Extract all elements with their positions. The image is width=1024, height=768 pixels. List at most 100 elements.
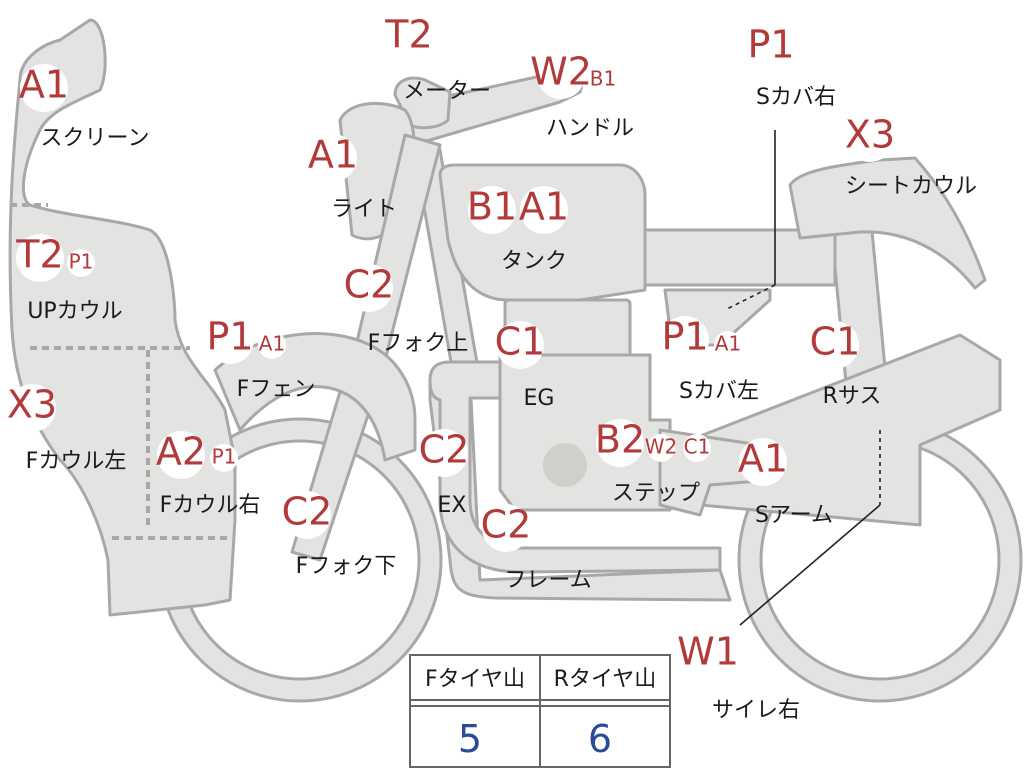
code-badge-text: A1 [715, 332, 741, 356]
code-badge-circle [520, 186, 568, 234]
part-label-s-cover-right: Sカバ右 [756, 85, 836, 110]
code-badge-text: C2 [419, 428, 470, 472]
code-badge-circle [496, 321, 544, 369]
part-label-tank: タンク [501, 249, 567, 274]
code-badge-circle [846, 114, 894, 162]
code-badge-text: P1 [661, 315, 708, 359]
code-badge-step-1: B2 [595, 418, 645, 467]
code-badge-circle [16, 234, 64, 282]
code-badge-s-arm: A1 [738, 437, 788, 486]
code-badge-text: P1 [212, 445, 237, 469]
code-badge-up-cowl-2: P1 [67, 249, 95, 277]
code-badge-light: A1 [308, 133, 358, 182]
part-label-f-fork-upper: Fフォク上 [368, 331, 469, 356]
part-label-eg: EG [524, 386, 555, 411]
part-label-step: ステップ [612, 481, 700, 506]
code-badge-step-2: W2 [645, 434, 677, 462]
code-badge-eg: C1 [495, 320, 546, 369]
part-label-s-arm: Sアーム [755, 503, 833, 528]
tire-table-value-rear: 6 [588, 717, 612, 761]
code-badge-text: A2 [156, 430, 206, 474]
code-badge-circle [684, 631, 732, 679]
exhaust-pipe [428, 360, 722, 574]
code-badge-text: P1 [69, 250, 94, 274]
code-badge-text: P1 [206, 315, 253, 359]
code-badge-circle [157, 431, 205, 479]
part-label-s-cover-left: Sカバ左 [679, 379, 759, 404]
code-badge-text: W2 [530, 50, 592, 94]
code-badge-screen: A1 [19, 63, 69, 112]
code-badge-circle [589, 66, 617, 94]
code-badge-text: A1 [308, 133, 358, 177]
code-badge-circle [420, 429, 468, 477]
code-badge-r-sus: C1 [810, 320, 861, 369]
part-label-meter: メーター [403, 79, 491, 104]
code-badge-s-cover-right: P1 [747, 23, 795, 72]
part-label-r-sus: Rサス [823, 384, 882, 409]
code-badge-circle [8, 384, 56, 432]
leader-silencer [739, 504, 881, 626]
code-badge-text: T2 [15, 233, 63, 277]
code-badge-text: B1 [590, 67, 616, 91]
tire-table: Fタイヤ山 Rタイヤ山 5 6 [409, 654, 671, 768]
code-badge-circle [714, 331, 742, 359]
code-badge-text: A1 [19, 63, 69, 107]
seat-cowl-shape [788, 156, 987, 290]
code-badge-meter: T2 [384, 13, 433, 62]
leader-s-cover-right-dash [724, 284, 776, 311]
code-badge-circle [468, 186, 516, 234]
code-badge-silencer-right: W1 [677, 630, 739, 679]
code-badge-text: X3 [7, 383, 57, 427]
code-badge-circle [596, 419, 644, 467]
code-badge-f-cowl-right-1: A2 [156, 430, 206, 479]
part-label-f-fender: Fフェン [237, 377, 316, 402]
code-badge-f-fork-lower: C2 [282, 490, 333, 539]
code-badge-text: C1 [495, 320, 546, 364]
part-label-f-cowl-left: Fカウル左 [26, 449, 127, 474]
code-badge-text: P1 [747, 23, 794, 67]
code-badge-circle [258, 331, 286, 359]
code-badge-circle [385, 14, 433, 62]
leader-lines [724, 130, 881, 626]
code-badge-circle [20, 64, 68, 112]
code-badge-text: C1 [810, 320, 861, 364]
code-badge-s-cover-left-1: P1 [661, 315, 709, 364]
code-badge-ex: C2 [419, 428, 470, 477]
code-badge-f-fender-2: A1 [258, 331, 286, 359]
code-badge-circle [210, 444, 238, 472]
part-label-handle: ハンドル [546, 116, 634, 141]
code-badge-text: A1 [738, 437, 788, 481]
part-label-screen: スクリーン [41, 126, 150, 151]
code-badge-circle [206, 316, 254, 364]
code-badge-frame: C2 [481, 503, 531, 552]
code-badge-text: B1 [467, 185, 517, 229]
code-badge-tank-2: A1 [519, 185, 569, 234]
code-badge-f-fender-1: P1 [206, 315, 254, 364]
part-label-f-cowl-right: Fカウル右 [160, 493, 261, 518]
code-badge-circle [647, 434, 675, 462]
code-badge-step-3: C1 [683, 434, 711, 462]
code-badge-text: W1 [677, 630, 739, 674]
code-badge-circle [537, 51, 585, 99]
part-label-seat-cowl: シートカウル [845, 174, 977, 199]
part-label-light: ライト [331, 197, 397, 222]
code-badge-circle [345, 264, 393, 312]
code-badge-circle [811, 321, 859, 369]
code-badge-handle-1: W2 [530, 50, 592, 99]
code-badge-s-cover-left-2: A1 [714, 331, 742, 359]
code-badge-circle [683, 434, 711, 462]
engine-cover [543, 443, 587, 487]
part-label-f-fork-lower: Fフォク下 [296, 554, 397, 579]
code-badge-up-cowl-1: T2 [15, 233, 64, 282]
code-badge-circle [747, 24, 795, 72]
code-badge-f-fork-upper: C2 [344, 263, 395, 312]
code-badge-text: C2 [282, 490, 333, 534]
code-badge-circle [309, 134, 357, 182]
code-badge-text: C2 [344, 263, 395, 307]
code-badge-text: B2 [595, 418, 645, 462]
code-badge-circle [482, 504, 530, 552]
code-badge-circle [67, 249, 95, 277]
tire-table-value-front: 5 [458, 717, 482, 761]
